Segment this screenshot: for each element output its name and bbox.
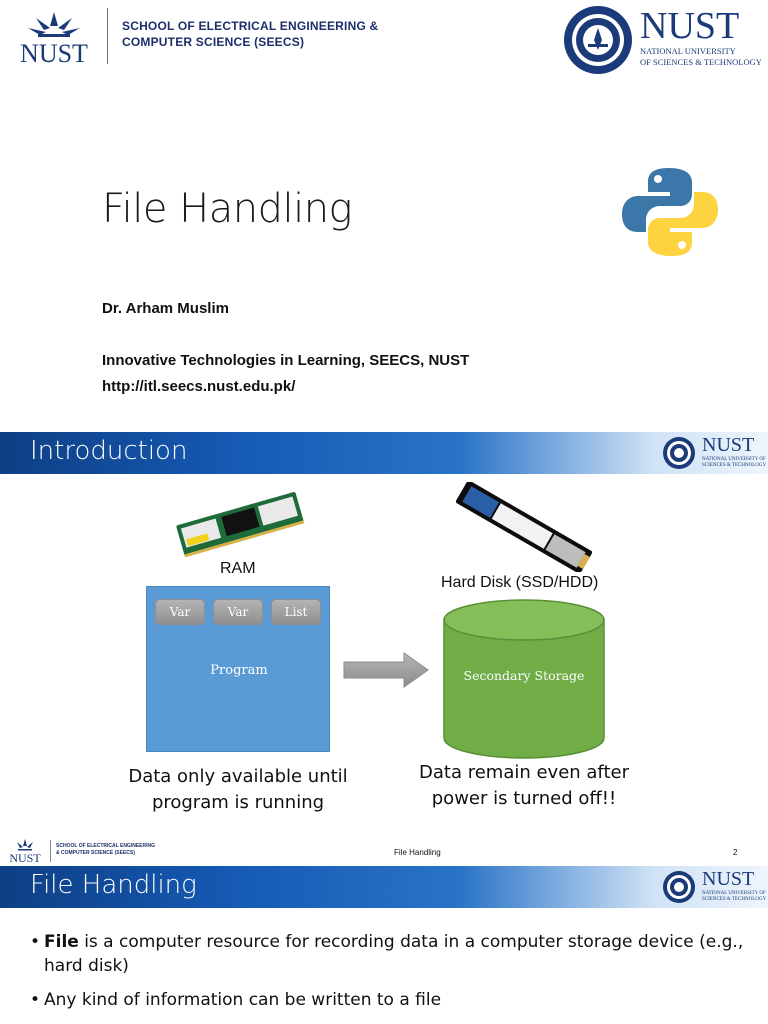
header-nust-wordmark: NUST: [702, 434, 755, 456]
nust-seal-icon: [564, 6, 632, 74]
ram-caption: Data only available until program is run…: [128, 766, 348, 813]
program-label: Program: [210, 663, 268, 678]
footer-school-name: SCHOOL OF ELECTRICAL ENGINEERING & COMPU…: [56, 843, 155, 856]
bullet-keyword: File: [44, 932, 79, 952]
nust-full-name-line2: OF SCIENCES & TECHNOLOGY: [640, 57, 762, 67]
page-number: 2: [733, 848, 738, 857]
header-nust-wordmark: NUST: [702, 868, 755, 890]
bullet-text: is a computer resource for recording dat…: [44, 932, 744, 976]
school-name: SCHOOL OF ELECTRICAL ENGINEERING & COMPU…: [122, 18, 378, 50]
bullet-text: Any kind of information can be written t…: [44, 990, 442, 1010]
logo-divider: [107, 8, 108, 64]
nust-seal-icon: [663, 871, 695, 903]
right-arrow-icon: [343, 652, 429, 688]
nust-wordmark: NUST: [640, 5, 740, 47]
nust-seal-icon: [663, 437, 695, 469]
header-nust-full-name: NATIONAL UNIVERSITY OF SCIENCES & TECHNO…: [702, 457, 767, 468]
footer-title: File Handling: [394, 848, 441, 857]
ram-module-icon: [176, 492, 305, 558]
ram-label: RAM: [220, 560, 256, 577]
school-name-line2: COMPUTER SCIENCE (SEECS): [122, 35, 305, 49]
python-logo-icon: [622, 168, 718, 256]
storage-caption: Data remain even after power is turned o…: [419, 762, 629, 809]
website-link[interactable]: http://itl.seecs.nust.edu.pk/: [102, 378, 296, 395]
program-memory-box: Var Var List Program: [146, 586, 330, 752]
seecs-logo-text: NUST: [20, 39, 88, 66]
storage-cylinder-icon: [443, 599, 605, 759]
title-slide: NUST SCHOOL OF ELECTRICAL ENGINEERING & …: [0, 0, 768, 432]
slide-header-title: File Handling: [30, 870, 197, 900]
footer-divider: [50, 840, 51, 862]
nust-full-name: NATIONAL UNIVERSITY OF SCIENCES & TECHNO…: [640, 46, 762, 68]
slide-header-title: Introduction: [30, 436, 188, 466]
file-handling-slide: File Handling NUST NATIONAL UNIVERSITY O…: [0, 864, 768, 1024]
nust-seecs-logo-icon: NUST: [20, 12, 88, 66]
nust-full-name-line1: NATIONAL UNIVERSITY: [640, 46, 736, 56]
footer-logo-text: NUST: [9, 851, 41, 864]
introduction-slide: Introduction NUST NATIONAL UNIVERSITY OF…: [0, 432, 768, 864]
author-name: Dr. Arham Muslim: [102, 300, 229, 317]
slide-header-bar: Introduction NUST NATIONAL UNIVERSITY OF…: [0, 432, 768, 474]
school-name-line1: SCHOOL OF ELECTRICAL ENGINEERING &: [122, 19, 379, 33]
bullet-item: File is a computer resource for recordin…: [30, 930, 750, 978]
list-block: List: [271, 599, 321, 625]
hard-disk-label: Hard Disk (SSD/HDD): [441, 574, 599, 591]
ssd-drive-icon: [456, 482, 592, 572]
variable-block: Var: [155, 599, 205, 625]
organization: Innovative Technologies in Learning, SEE…: [102, 352, 470, 369]
secondary-storage-label: Secondary Storage: [463, 668, 585, 683]
footer-nust-logo-icon: NUST: [9, 839, 41, 864]
variable-block: Var: [213, 599, 263, 625]
slide-header-bar: File Handling NUST NATIONAL UNIVERSITY O…: [0, 866, 768, 908]
header-nust-full-name: NATIONAL UNIVERSITY OF SCIENCES & TECHNO…: [702, 891, 767, 902]
bullet-item: Any kind of information can be written t…: [30, 988, 750, 1012]
slide-title: File Handling: [102, 186, 353, 232]
bullet-list: File is a computer resource for recordin…: [30, 930, 750, 1022]
